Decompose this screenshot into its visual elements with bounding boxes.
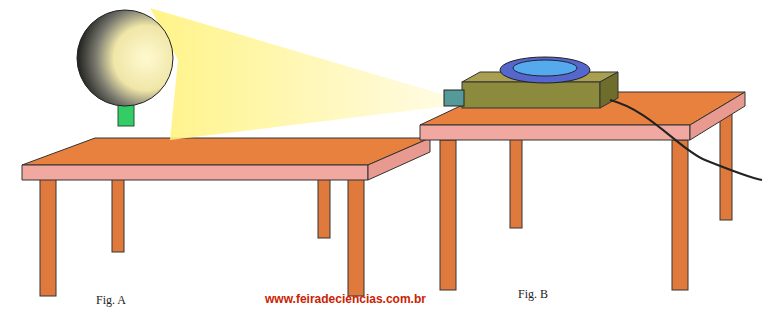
- table-a: [22, 138, 430, 296]
- figure-label: Fig. A: [96, 293, 126, 308]
- ball: [77, 10, 173, 106]
- table-b: [420, 92, 745, 290]
- light-beam: [150, 8, 448, 140]
- watermark: www.feiradeciencias.com.br: [265, 292, 426, 306]
- slide-projector: [444, 57, 762, 180]
- figure-label: Fig. B: [518, 287, 548, 302]
